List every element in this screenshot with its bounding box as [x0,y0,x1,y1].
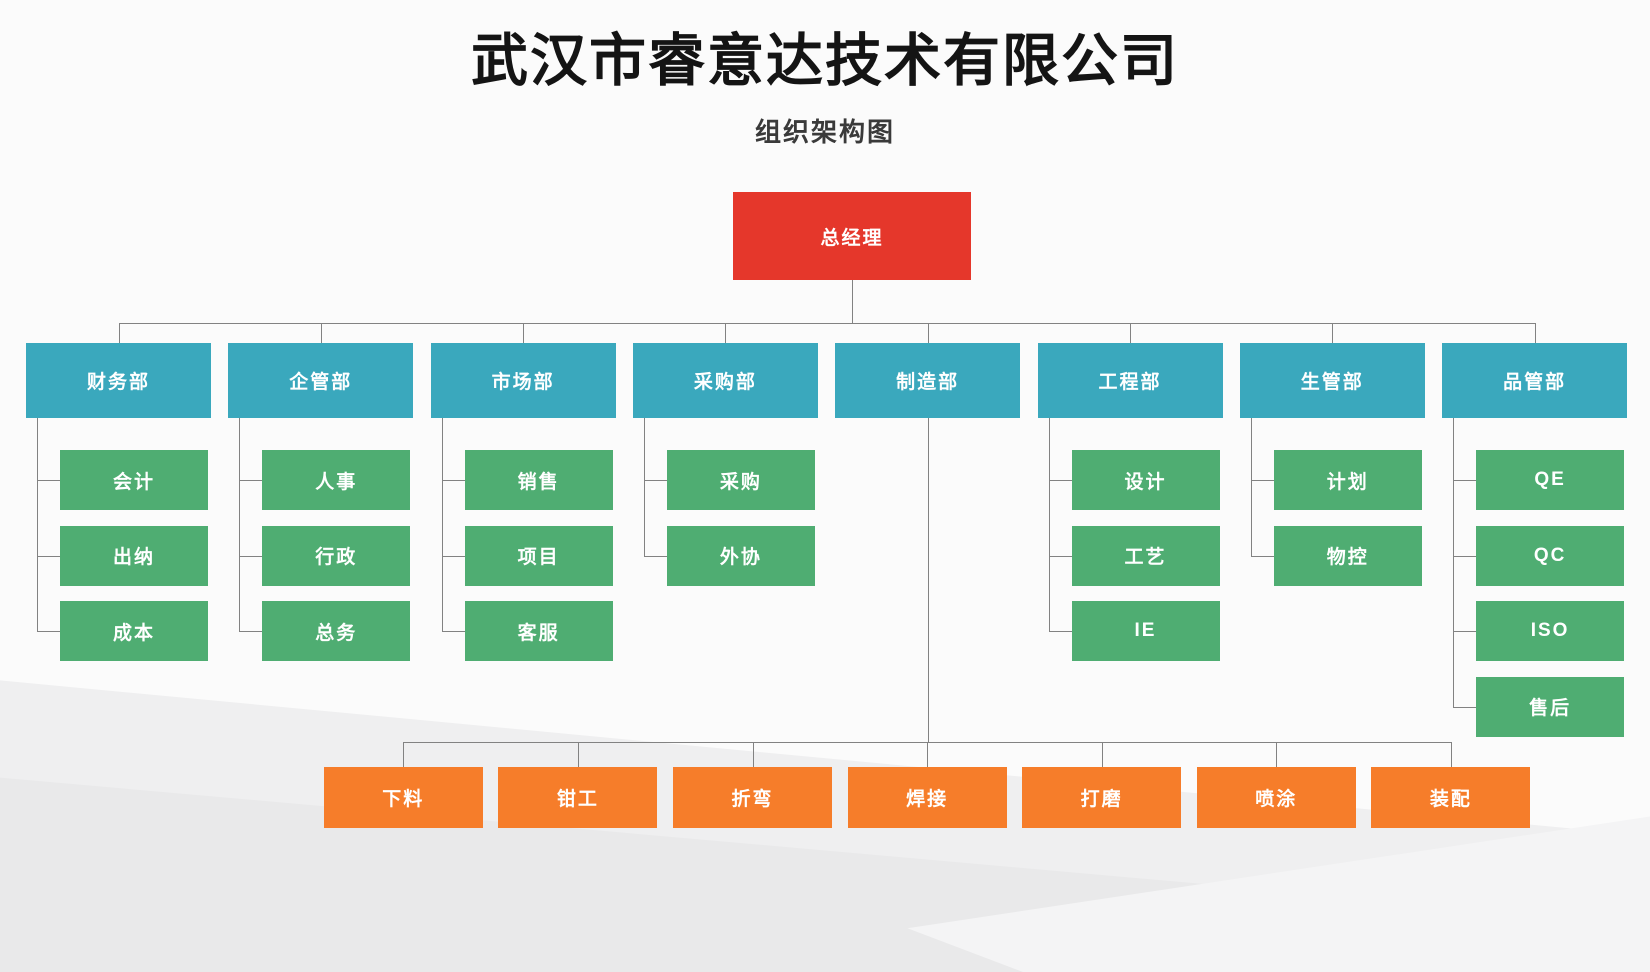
department-box[interactable]: 市场部 [430,343,616,418]
connector-line [852,280,853,323]
connector-line [37,631,60,633]
department-box[interactable]: 采购部 [632,343,818,418]
connector-line [927,323,929,343]
section-box[interactable]: 售后 [1476,676,1625,737]
connector-line [643,555,667,557]
department-box[interactable]: 企管部 [228,343,414,418]
connector-line [643,418,645,557]
connector-line [239,631,263,633]
section-box[interactable]: IE [1071,601,1220,662]
connector-line [1453,706,1477,708]
connector-line [37,418,38,633]
section-box[interactable]: 总务 [262,601,411,662]
connector-line [1048,631,1072,633]
section-box[interactable]: 会计 [60,450,208,510]
workshop-box[interactable]: 喷涂 [1196,767,1356,828]
department-box[interactable]: 财务部 [26,343,211,418]
connector-line [725,323,727,343]
company-title: 武汉市睿意达技术有限公司 [471,29,1179,93]
workshop-box[interactable]: 打磨 [1022,767,1182,828]
workshop-box[interactable]: 下料 [323,767,483,828]
connector-line [1534,323,1536,343]
section-box[interactable]: 采购 [666,450,815,510]
section-box[interactable]: 工艺 [1071,525,1220,586]
workshop-box[interactable]: 钳工 [498,767,658,828]
connector-line [118,323,1535,324]
department-box[interactable]: 工程部 [1037,343,1223,418]
connector-line [239,418,241,633]
section-box[interactable]: 销售 [464,450,613,510]
department-box[interactable]: 品管部 [1442,343,1628,418]
workshop-box[interactable]: 装配 [1371,767,1531,828]
connector-line [1250,480,1274,481]
connector-line [1130,323,1131,343]
connector-line [1450,742,1452,767]
section-box[interactable]: 行政 [262,525,411,586]
connector-line [927,418,929,742]
connector-line [1250,555,1274,557]
connector-line [441,555,465,557]
section-box[interactable]: 设计 [1071,450,1220,510]
section-box[interactable]: 项目 [464,525,613,586]
section-box[interactable]: 计划 [1273,450,1422,510]
connector-line [1332,323,1334,343]
connector-line [118,323,120,343]
connector-line [441,480,465,481]
connector-line [1250,418,1252,557]
connector-line [927,742,929,767]
section-box[interactable]: 成本 [60,601,208,662]
connector-line [577,742,579,767]
connector-line [441,631,465,633]
department-box[interactable]: 生管部 [1239,343,1425,418]
root-box[interactable]: 总经理 [733,192,971,280]
connector-line [320,323,322,343]
section-box[interactable]: 客服 [464,601,613,662]
connector-line [1048,418,1050,633]
connector-line [1453,480,1477,481]
workshop-box[interactable]: 焊接 [847,767,1007,828]
connector-line [37,480,60,481]
connector-line [1048,480,1072,481]
section-box[interactable]: QC [1476,525,1625,586]
section-box[interactable]: 出纳 [60,525,208,586]
section-box[interactable]: ISO [1476,601,1625,662]
connector-line [239,480,263,481]
connector-line [1453,555,1477,557]
connector-line [523,323,525,343]
connector-line [403,742,405,767]
connector-line [752,742,754,767]
connector-line [37,555,60,557]
section-box[interactable]: QE [1476,450,1625,510]
section-box[interactable]: 外协 [666,525,815,586]
chart-subtitle: 组织架构图 [754,117,895,147]
department-box[interactable]: 制造部 [835,343,1021,418]
connector-line [1101,742,1103,767]
section-box[interactable]: 人事 [262,450,411,510]
connector-line [1048,555,1072,557]
section-box[interactable]: 物控 [1273,525,1422,586]
connector-line [643,480,667,481]
connector-line [1453,631,1477,633]
connector-line [1276,742,1278,767]
connector-line [239,555,263,557]
connector-line [441,418,443,633]
connector-line [1453,418,1455,708]
workshop-box[interactable]: 折弯 [673,767,832,828]
